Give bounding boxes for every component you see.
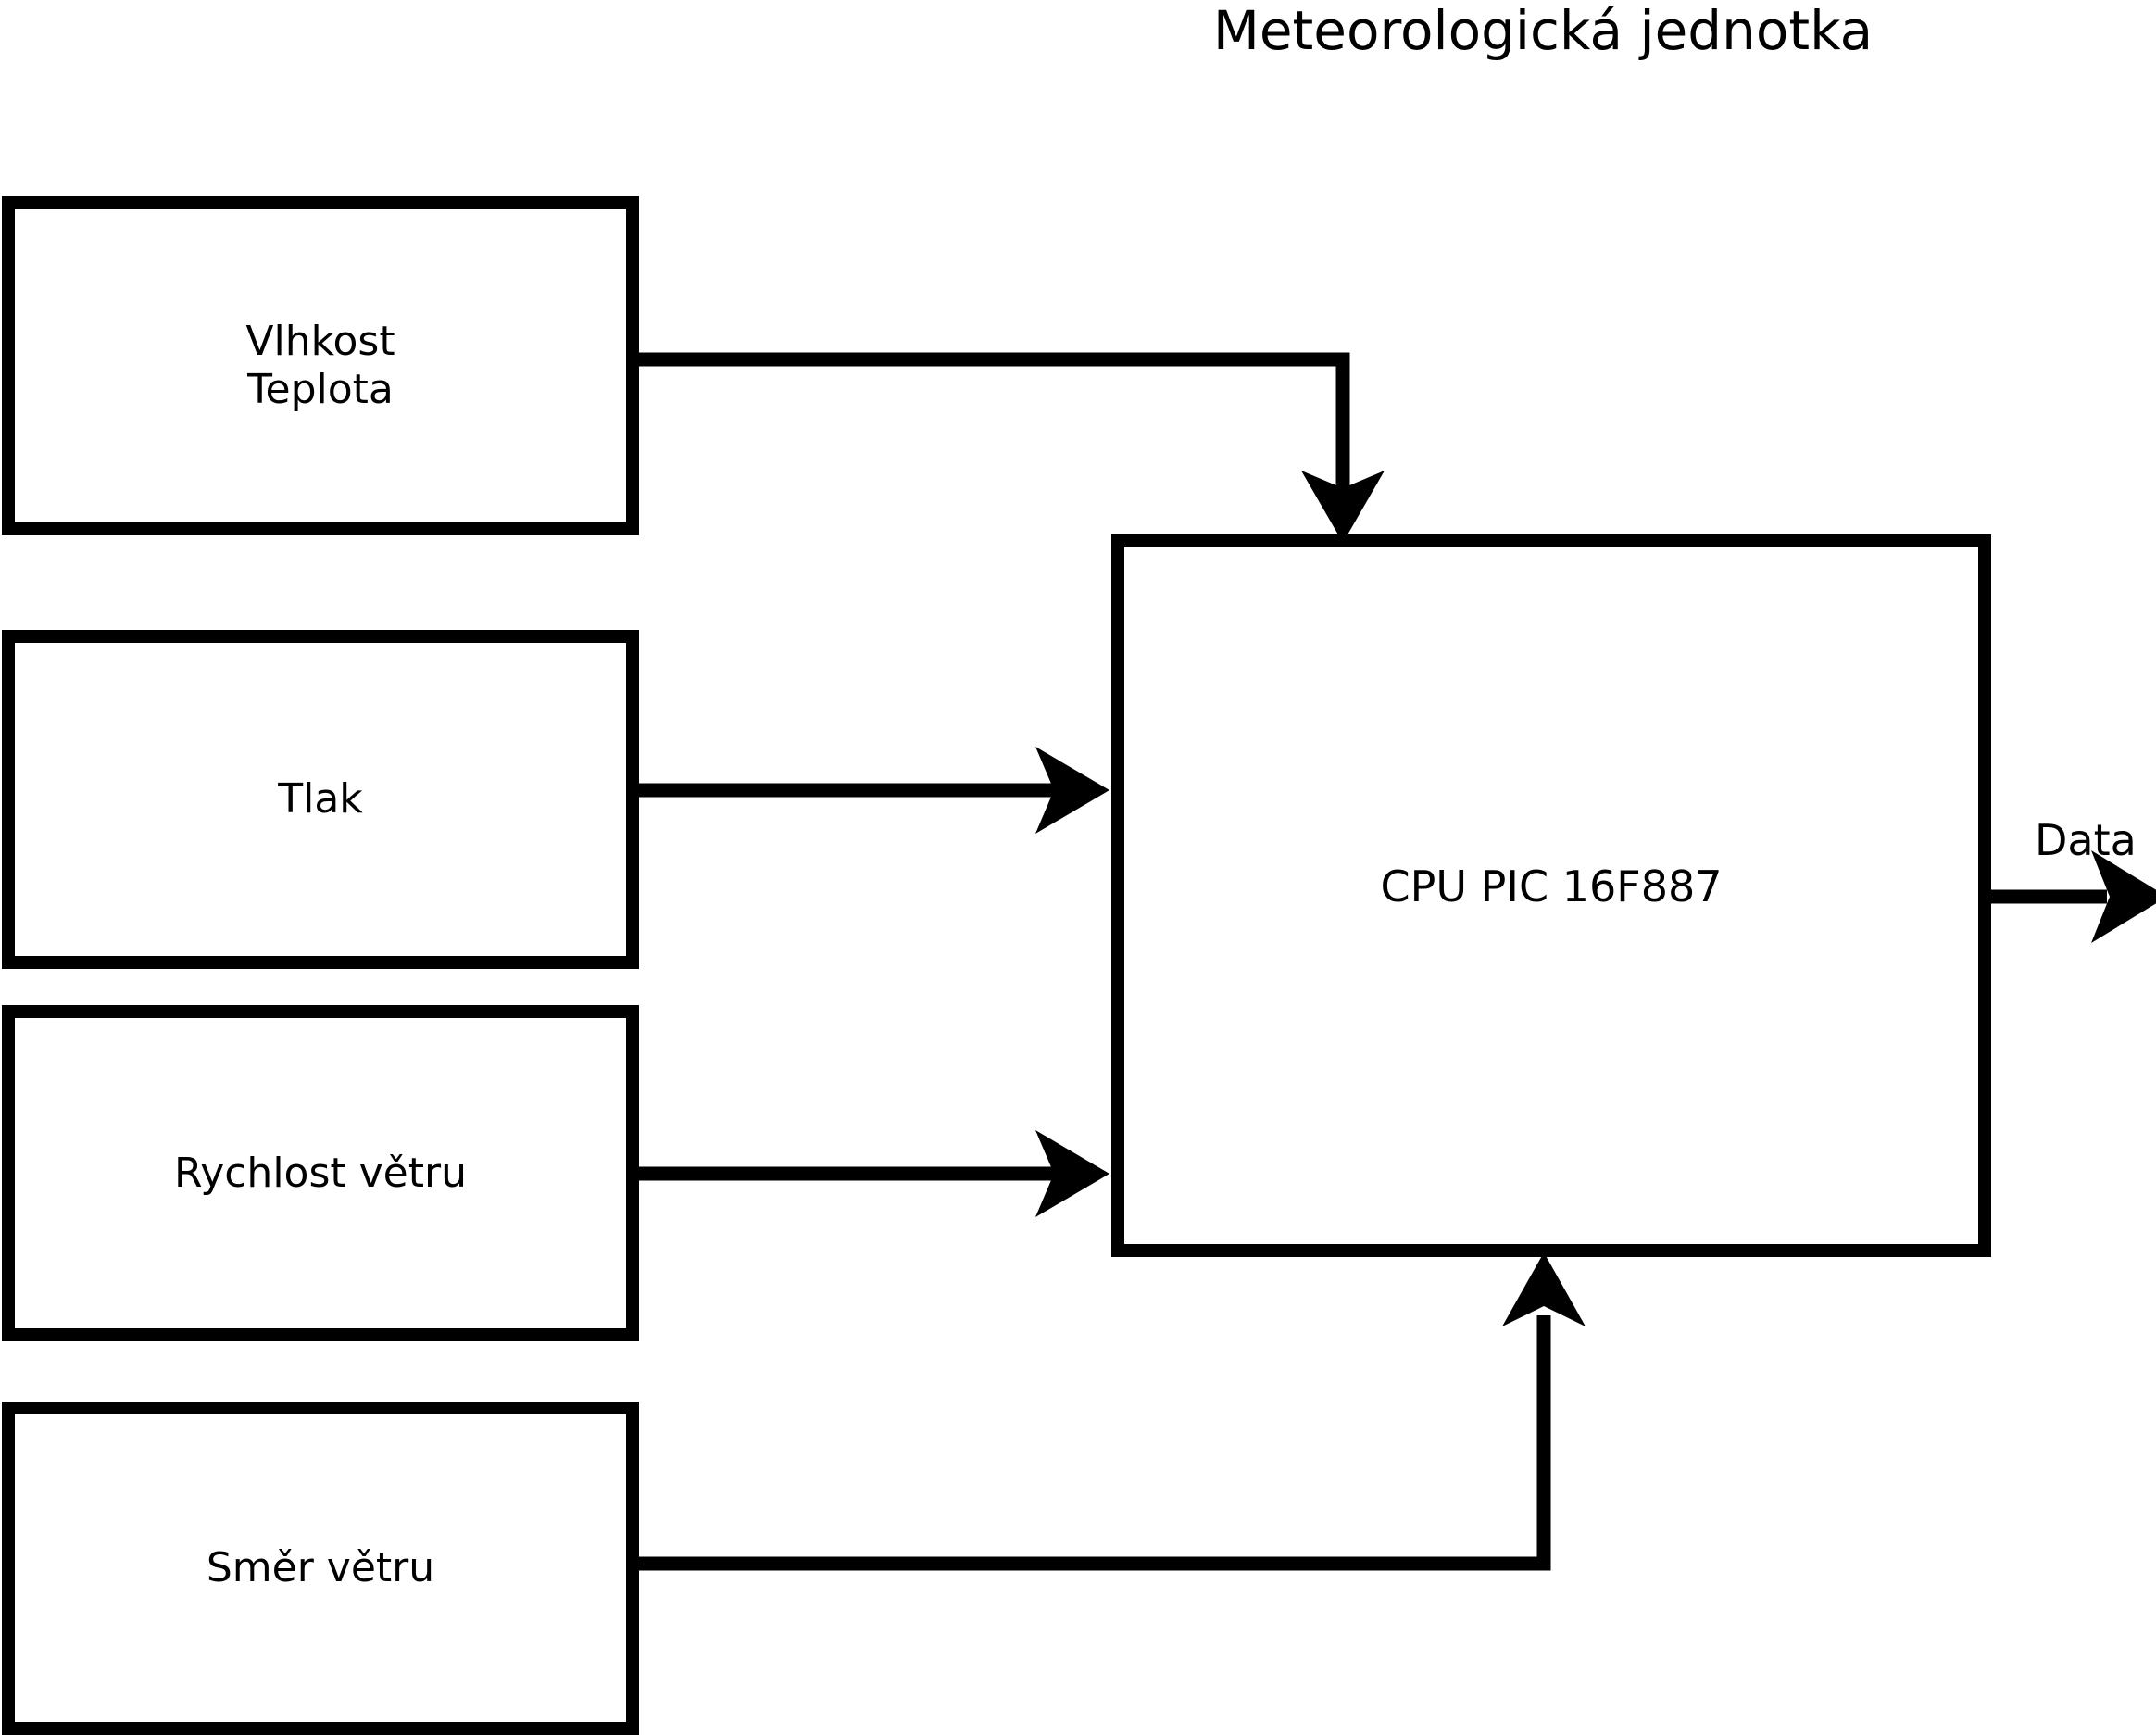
edge-cpu-to-data-output [1987, 850, 2156, 943]
edge-label-data: Data [2035, 815, 2137, 865]
edge-wind-speed-to-cpu [622, 1130, 1109, 1217]
node-wind-direction[interactable]: Směr větru [2, 1402, 639, 1735]
node-pressure[interactable]: Tlak [2, 630, 639, 969]
edge-pressure-to-cpu [622, 747, 1109, 834]
node-wind-speed[interactable]: Rychlost větru [2, 1005, 639, 1341]
node-label-pressure: Tlak [278, 775, 363, 823]
node-label-humidity-temperature: Vlhkost Teplota [245, 318, 395, 413]
page-title: Meteorologická jednotka [1212, 0, 1874, 62]
edge-humidity-to-cpu [622, 352, 1385, 543]
edge-wind-dir-to-cpu [622, 1252, 1586, 1571]
node-label-cpu: CPU PIC 16F887 [1380, 861, 1723, 912]
node-label-wind-direction: Směr větru [206, 1544, 435, 1592]
node-humidity-temperature[interactable]: Vlhkost Teplota [2, 196, 639, 535]
node-cpu[interactable]: CPU PIC 16F887 [1111, 534, 1991, 1257]
node-label-wind-speed: Rychlost větru [174, 1149, 467, 1197]
